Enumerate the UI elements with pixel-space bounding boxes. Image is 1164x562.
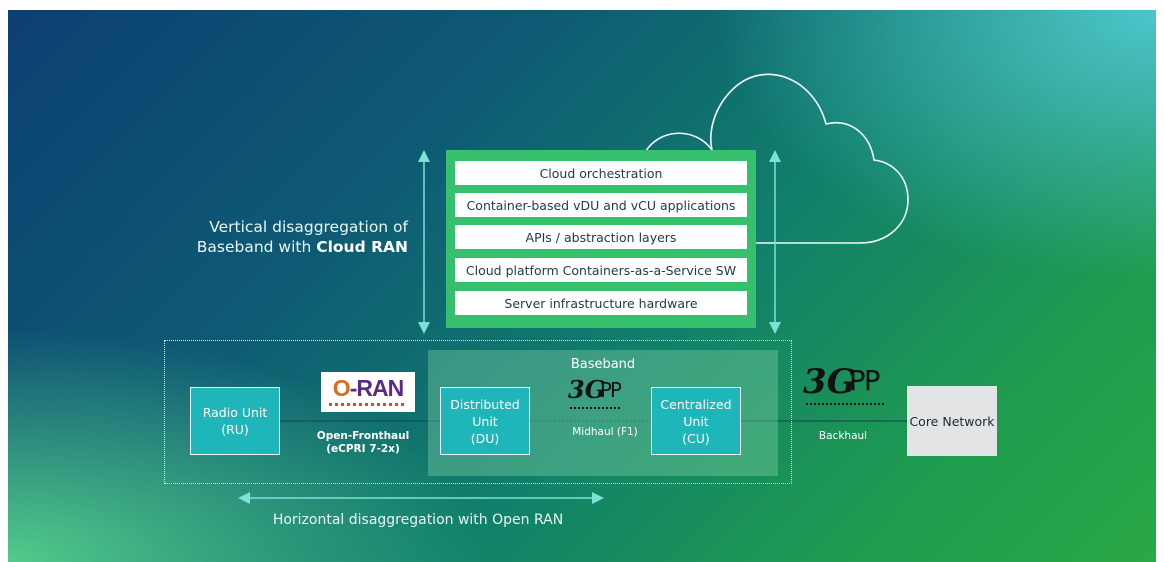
distributed-unit-name: Distributed Unit: [450, 396, 520, 429]
ran-dotted-frame: [164, 340, 792, 484]
diagram-canvas: Vertical disaggregation of Baseband with…: [8, 10, 1156, 562]
distributed-unit-abbr: (DU): [470, 430, 500, 446]
vertical-label-line1: Vertical disaggregation of: [209, 218, 408, 236]
backhaul-label: Backhaul: [818, 430, 868, 442]
baseband-label: Baseband: [570, 357, 636, 372]
stack-layer-orchestration: Cloud orchestration: [455, 161, 747, 185]
fronthaul-label-line2: (eCPRI 7-2x): [326, 443, 400, 455]
fronthaul-label: Open-Fronthaul (eCPRI 7-2x): [308, 430, 418, 456]
horizontal-disaggregation-label: Horizontal disaggregation with Open RAN: [272, 512, 564, 528]
stack-layer-apis: APIs / abstraction layers: [455, 225, 747, 249]
midhaul-label: Midhaul (F1): [572, 426, 638, 438]
cloud-ran-emphasis: Cloud RAN: [316, 238, 408, 256]
fronthaul-label-line1: Open-Fronthaul: [316, 430, 410, 442]
radio-unit-abbr: (RU): [221, 422, 249, 437]
core-network-box: Core Network: [907, 386, 997, 456]
radio-unit-name: Radio Unit: [202, 405, 268, 420]
distributed-unit-box: Distributed Unit (DU): [440, 387, 530, 455]
3gpp-logo-backhaul: 3G PP: [803, 365, 895, 409]
oran-logo: O-RAN: [321, 372, 415, 412]
stack-layer-applications: Container-based vDU and vCU applications: [455, 193, 747, 217]
radio-unit-box: Radio Unit (RU): [190, 387, 280, 455]
vertical-disaggregation-label: Vertical disaggregation of Baseband with…: [158, 217, 408, 257]
3gpp-logo-midhaul: 3G PP: [568, 378, 630, 412]
stack-layer-platform: Cloud platform Containers-as-a-Service S…: [455, 258, 747, 282]
centralized-unit-box: Centralized Unit (CU): [651, 387, 741, 455]
vertical-label-prefix: Baseband with: [196, 238, 317, 256]
stack-layer-hardware: Server infrastructure hardware: [455, 291, 747, 315]
centralized-unit-name: Centralized Unit: [660, 396, 732, 429]
vertical-label-line2: Baseband with Cloud RAN: [158, 237, 408, 257]
oran-logo-tagline: [329, 403, 407, 406]
connector-lines: [238, 150, 907, 504]
centralized-unit-abbr: (CU): [682, 430, 710, 446]
oran-logo-text: O-RAN: [332, 375, 404, 401]
